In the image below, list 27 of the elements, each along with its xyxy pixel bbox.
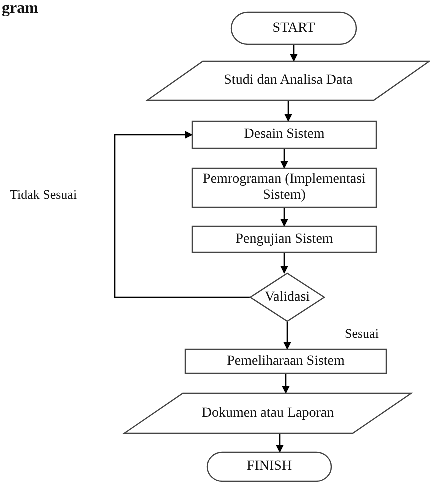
- node-text: Pengujian Sistem: [236, 232, 334, 248]
- node-text: Dokumen atau Laporan: [202, 406, 334, 422]
- arrow: [284, 322, 292, 350]
- process-box: [192, 226, 377, 253]
- arrow: [290, 45, 298, 62]
- node-text: FINISH: [246, 459, 292, 475]
- node-text: Studi dan Analisa Data: [224, 73, 353, 89]
- arrow: [280, 208, 288, 227]
- node-text: Validasi: [264, 290, 310, 306]
- node-text: Pemrograman (Implementasi Sistem): [202, 172, 367, 204]
- arrow: [114, 131, 250, 298]
- terminal-shape: [207, 452, 332, 482]
- arrow: [284, 101, 292, 122]
- node-text: Pemeliharaan Sistem: [227, 354, 345, 370]
- arrow: [280, 253, 288, 274]
- input-output-parallelogram: [124, 393, 412, 434]
- node-text: START: [272, 20, 316, 36]
- process-box: [192, 168, 377, 208]
- node-text: Desain Sistem: [244, 127, 325, 143]
- arrow: [280, 149, 288, 169]
- input-output-parallelogram: [147, 61, 430, 101]
- decision-diamond: [250, 273, 325, 322]
- process-box: [192, 121, 377, 149]
- arrow: [276, 434, 284, 453]
- arrow: [282, 374, 290, 394]
- process-box: [185, 349, 387, 374]
- terminal-shape: [231, 12, 357, 45]
